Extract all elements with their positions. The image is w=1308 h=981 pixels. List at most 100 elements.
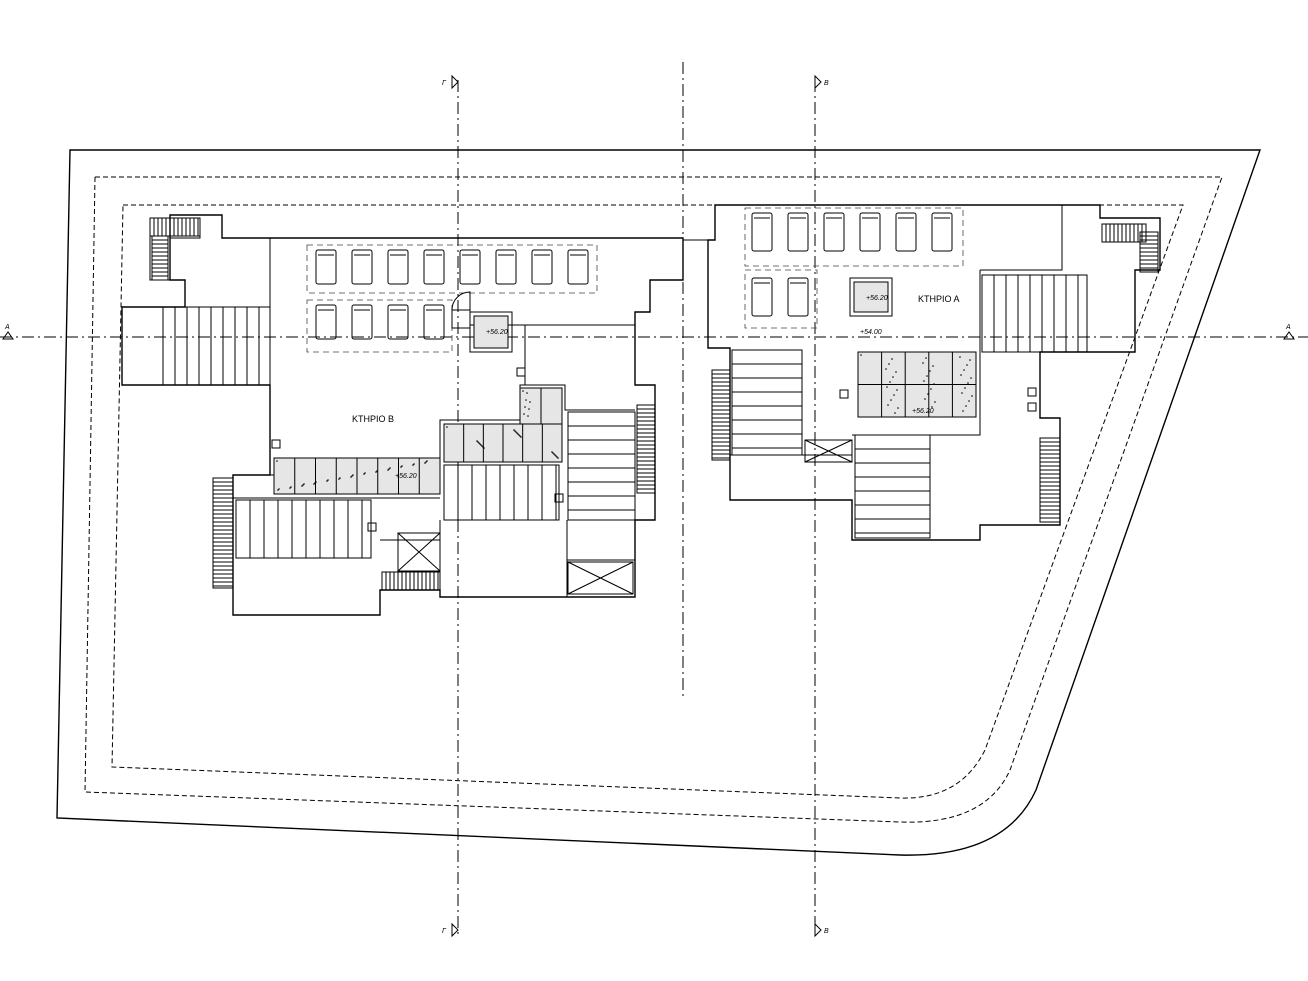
parking-space-car: [859, 212, 881, 252]
building-a-label: ΚΤΗΡΙΟ Α: [918, 294, 960, 304]
parking-space-car: [423, 249, 445, 285]
roof-a: +56.20: [857, 351, 977, 418]
building-b: +56.20 +56.20: [121, 214, 684, 616]
gravel-dot: [315, 481, 317, 483]
gravel-dot: [375, 471, 377, 473]
stair-frame: [711, 369, 731, 461]
parking-space-car: [315, 249, 337, 285]
gravel-dot: [928, 411, 930, 413]
parking-space-car: [787, 212, 809, 252]
svg-text:+56.20: +56.20: [395, 473, 417, 480]
gravel-dot: [556, 456, 558, 458]
gravel-dot: [477, 441, 479, 443]
stair-frame: [149, 217, 201, 237]
section-marker-gamma-bottom: Γ: [442, 922, 459, 938]
gravel-dot: [970, 377, 972, 379]
gravel-dot: [424, 462, 426, 464]
section-marker-alpha-right: Α: [1283, 324, 1295, 340]
parking-space-car: [751, 212, 773, 252]
gravel-dot: [924, 398, 926, 400]
svg-text:Β: Β: [824, 80, 829, 87]
gravel-dot: [290, 486, 292, 488]
gravel-dot: [896, 389, 898, 391]
gravel-dot: [277, 489, 279, 491]
parking-space-car: [495, 249, 517, 285]
svg-text:Γ: Γ: [442, 928, 447, 935]
section-marker-beta-bottom: Β: [814, 922, 829, 938]
gravel-dot: [886, 386, 888, 388]
roof-strip-b-west: +56.20: [273, 457, 441, 495]
gravel-dot: [892, 376, 894, 378]
svg-text:Α: Α: [1285, 324, 1291, 331]
gravel-dot: [885, 368, 887, 370]
parking-space-car: [459, 249, 481, 285]
stair-frame: [381, 571, 441, 591]
stair-b-east: [636, 404, 656, 494]
gravel-dot: [963, 369, 965, 371]
gravel-dot: [483, 447, 485, 449]
parking-space-car: [751, 277, 773, 317]
stair-a-west: [711, 369, 731, 461]
columns-b: [271, 367, 564, 532]
svg-text:+56.20: +56.20: [486, 329, 508, 336]
gravel-dot: [962, 410, 964, 412]
gravel-dot: [964, 387, 966, 389]
gravel-dot: [887, 404, 889, 406]
gravel-dot: [929, 370, 931, 372]
svg-text:+54.00: +54.00: [860, 329, 882, 336]
parking-space-car: [351, 249, 373, 285]
gravel-dot: [350, 476, 352, 478]
gravel-dot: [557, 457, 559, 459]
gravel-dot: [932, 365, 934, 367]
parking-a: [744, 207, 964, 329]
stair-b-south: [381, 571, 441, 591]
gravel-dot: [301, 485, 303, 487]
section-arrow-icon: [814, 922, 822, 938]
stair-a-east: [1039, 437, 1061, 523]
terrace-b-sw: [235, 499, 372, 559]
gravel-dot: [517, 433, 519, 435]
gravel-dot: [314, 482, 316, 484]
gravel-dot: [922, 362, 924, 364]
gravel-dot: [478, 442, 480, 444]
gravel-dot: [313, 483, 315, 485]
gravel-dot: [425, 461, 427, 463]
gravel-dot: [412, 464, 414, 466]
parking-space-car: [351, 304, 373, 340]
gravel-dot: [516, 432, 518, 434]
gravel-dot: [303, 483, 305, 485]
gravel-dot: [364, 472, 366, 474]
gravel-dot: [524, 406, 526, 408]
section-arrow-icon: [1283, 331, 1295, 340]
parking-space-car: [531, 249, 553, 285]
gravel-dot: [895, 371, 897, 373]
svg-text:Α: Α: [4, 324, 10, 331]
gravel-dot: [515, 431, 517, 433]
gravel-dot: [289, 487, 291, 489]
gravel-dot: [930, 388, 932, 390]
gravel-dot: [959, 356, 961, 358]
terrace-b-south: [443, 464, 560, 521]
gravel-dot: [528, 408, 530, 410]
gravel-dot: [526, 392, 528, 394]
gravel-dot: [529, 401, 531, 403]
gravel-dot: [960, 374, 962, 376]
section-arrow-icon: [451, 922, 459, 938]
terrace-b-east: [567, 411, 636, 521]
gravel-dot: [400, 466, 402, 468]
gravel-dot: [514, 430, 516, 432]
section-marker-beta-top: Β: [814, 74, 829, 90]
gravel-dot: [481, 445, 483, 447]
gravel-dot: [339, 477, 341, 479]
gravel-dot: [968, 400, 970, 402]
roof-strip-b-mid: [443, 387, 563, 463]
gravel-dot: [520, 436, 522, 438]
gravel-dot: [513, 429, 515, 431]
gravel-dot: [552, 452, 554, 454]
parking-space-car: [895, 212, 917, 252]
gravel-dot: [276, 460, 278, 462]
door-swing-icon: [451, 291, 471, 311]
gravel-dot: [925, 357, 927, 359]
parking-space-car: [423, 304, 445, 340]
gravel-dot: [891, 358, 893, 360]
